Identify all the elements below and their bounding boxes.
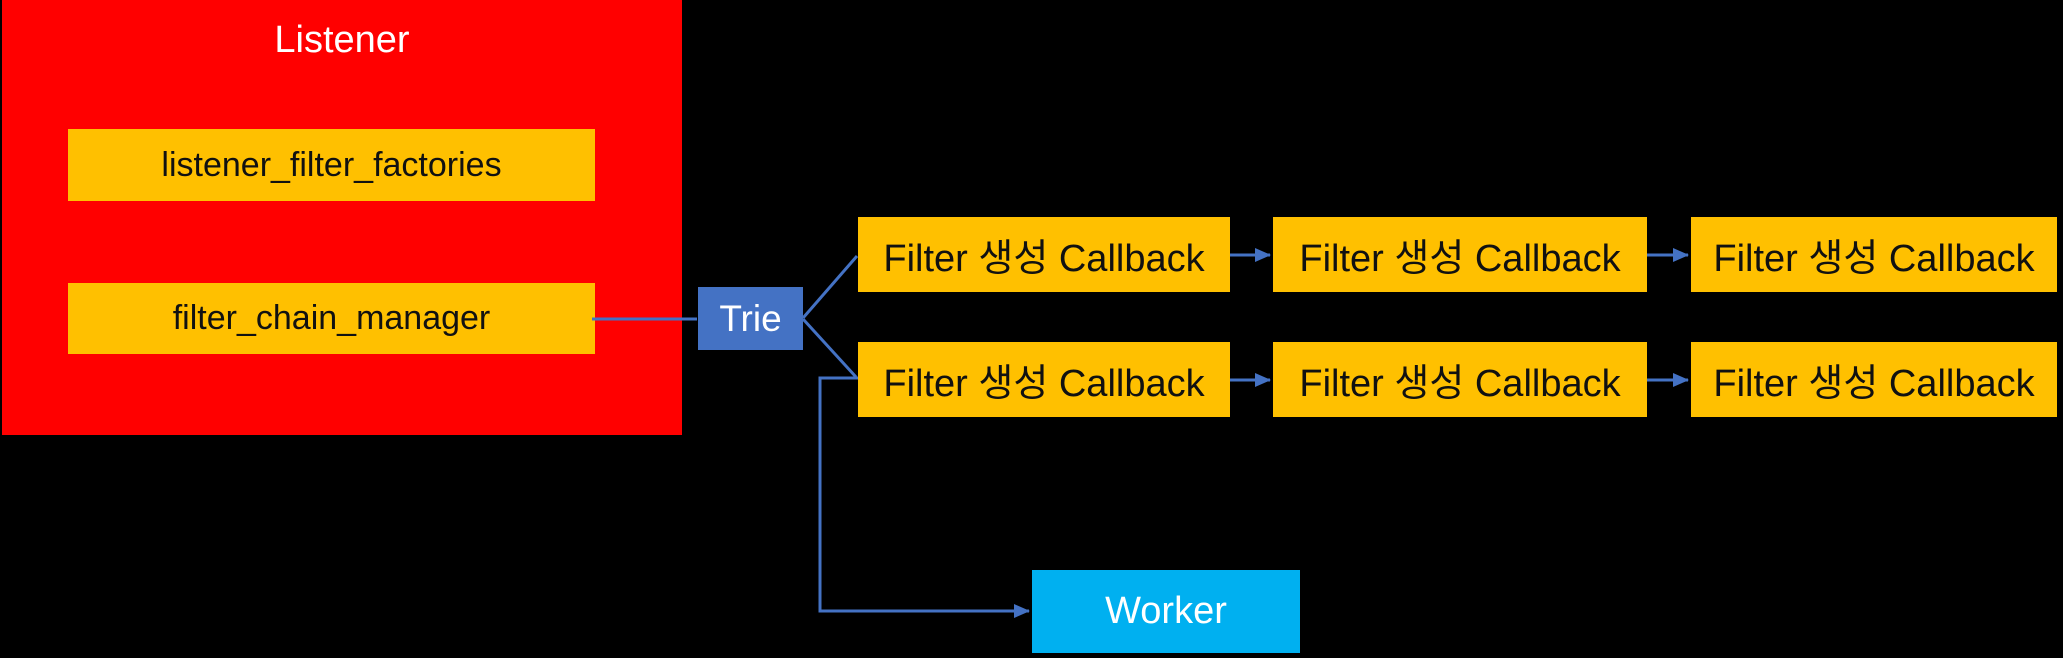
callback-box-row2-2: Filter 생성 Callback [1273, 342, 1647, 417]
connector-trie-to-row1 [801, 255, 859, 319]
listener-container: Listener listener_filter_factories filte… [2, 0, 682, 435]
connector-trie-to-row2 [801, 317, 858, 379]
callback-box-row1-3: Filter 생성 Callback [1691, 217, 2057, 292]
worker-box: Worker [1032, 570, 1300, 653]
listener-filter-factories-box: listener_filter_factories [68, 129, 595, 201]
callback-box-row2-3: Filter 생성 Callback [1691, 342, 2057, 417]
callback-box-row1-1: Filter 생성 Callback [858, 217, 1230, 292]
filter-chain-manager-box: filter_chain_manager [68, 283, 595, 354]
listener-title: Listener [274, 18, 410, 61]
callback-box-row2-1: Filter 생성 Callback [858, 342, 1230, 417]
callback-box-row1-2: Filter 생성 Callback [1273, 217, 1647, 292]
trie-box: Trie [698, 287, 803, 350]
